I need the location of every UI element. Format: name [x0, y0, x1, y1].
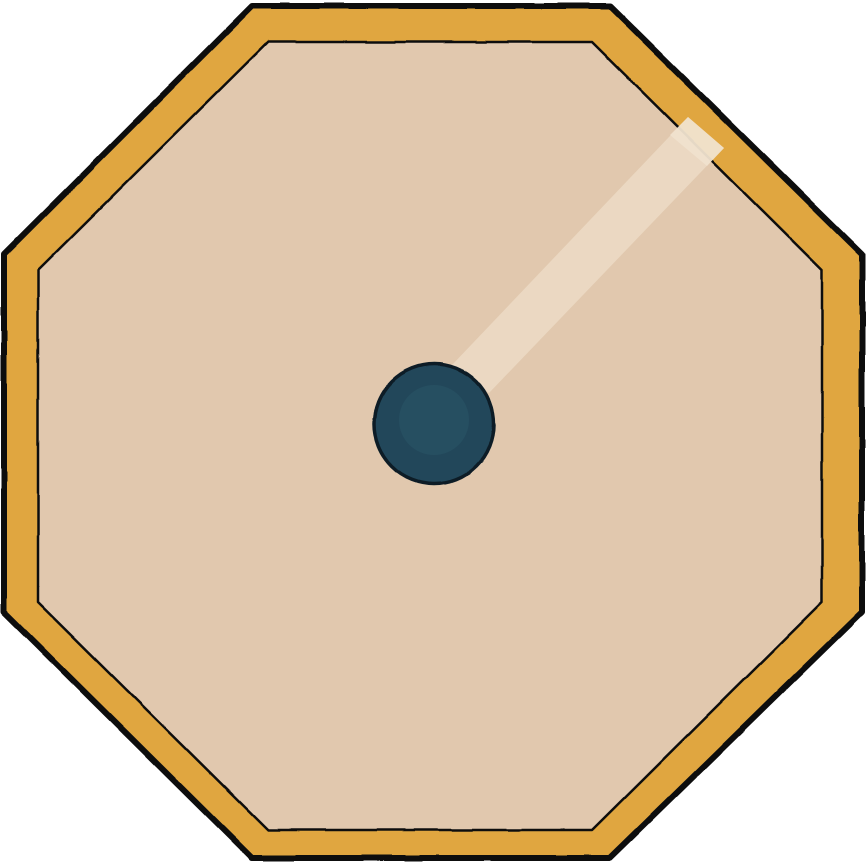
aim-beam — [452, 117, 724, 393]
aim-beam-tip — [670, 117, 724, 166]
ball-highlight — [399, 385, 469, 455]
ball-icon[interactable] — [372, 362, 496, 486]
aim-beam-icon — [452, 117, 724, 393]
